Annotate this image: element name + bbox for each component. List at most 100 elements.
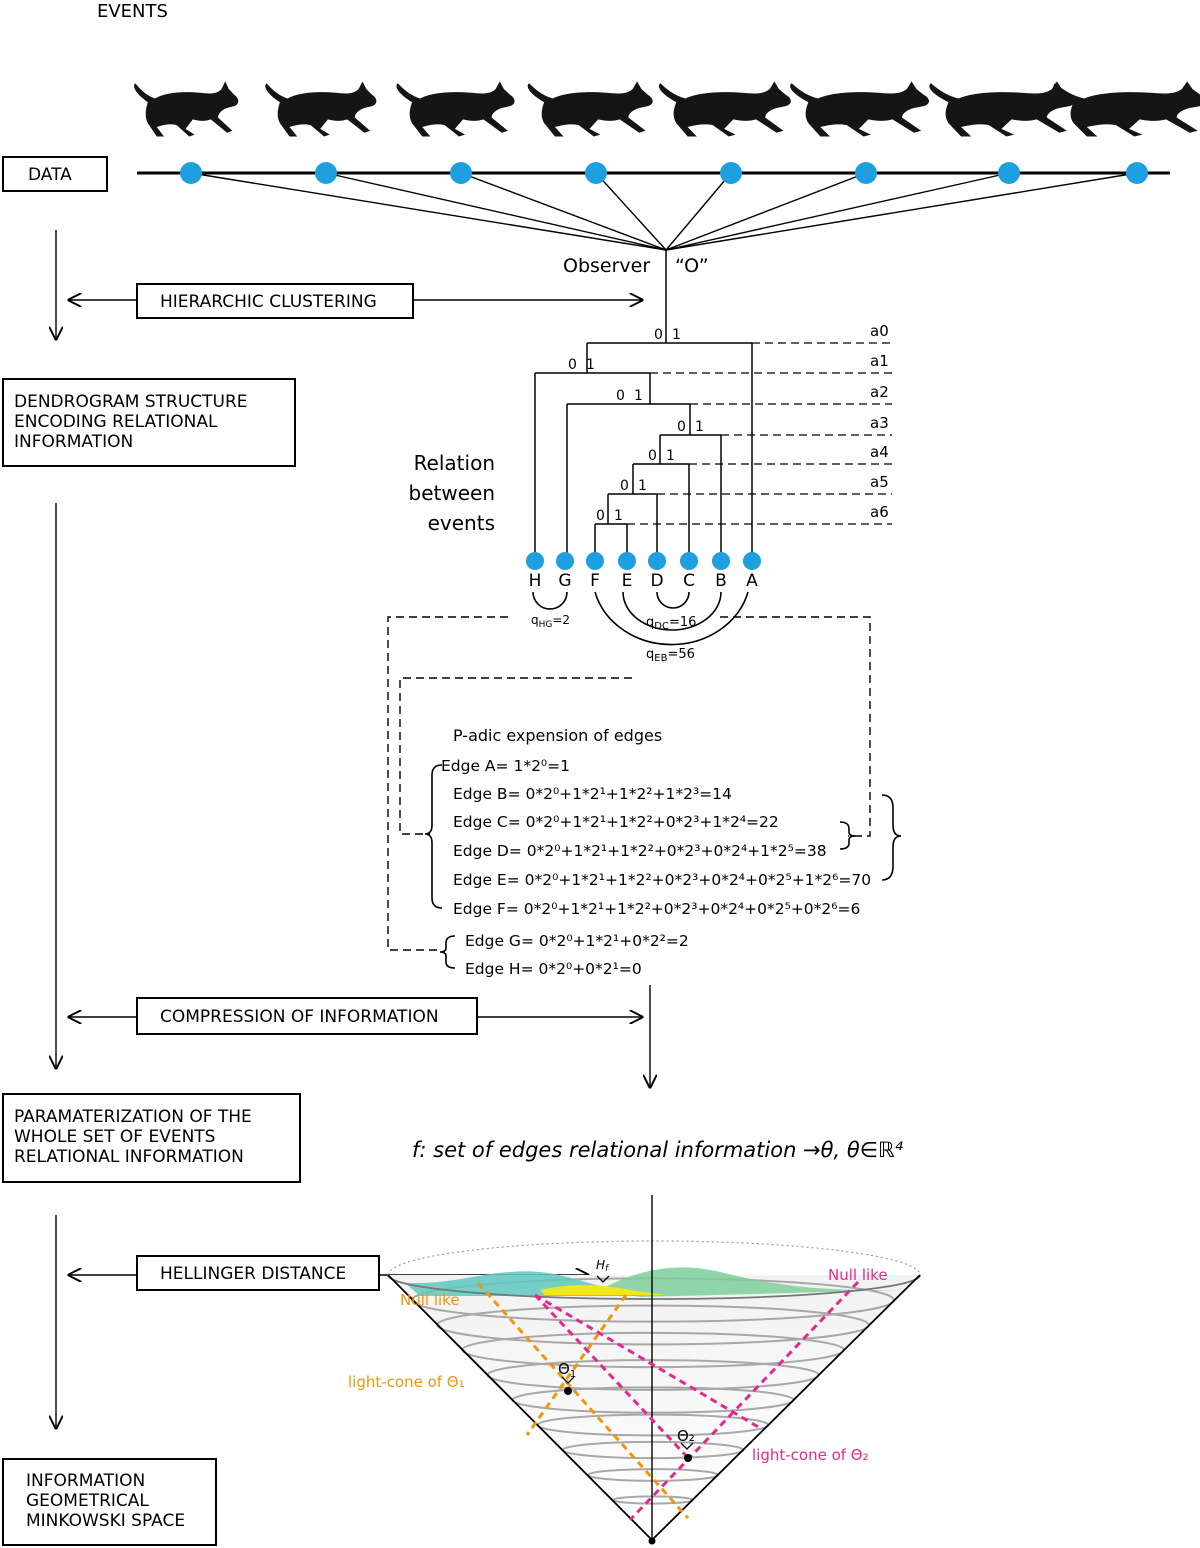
level-label-a0: a0 [870, 322, 889, 340]
brace-a-to-f [424, 764, 443, 909]
event-dot [720, 162, 742, 184]
theta1-point [564, 1387, 572, 1395]
level-label-a5: a5 [870, 473, 889, 491]
event-dot [450, 162, 472, 184]
distance-eb: qEB=56 [646, 647, 695, 664]
brace-g-h [439, 935, 456, 969]
observer-ray [190, 172, 667, 251]
leaf-label-e: E [622, 571, 633, 591]
parameterization-box: PARAMATERIZATION OF THE WHOLE SET OF EVE… [2, 1093, 301, 1183]
arc-dc [656, 591, 690, 609]
edge-equation-c: Edge C= 0*2⁰+1*2¹+1*2²+0*2³+1*2⁴=22 [453, 813, 779, 831]
relation-label-line3: events [428, 511, 495, 535]
leaf-label-a: A [746, 571, 758, 591]
brace-c-d [839, 821, 856, 850]
bit-0: 0 [596, 508, 605, 524]
theta1-label: Θ1 [558, 1360, 576, 1380]
minkowski-box: INFORMATION GEOMETRICAL MINKOWSKI SPACE [2, 1458, 217, 1546]
dashed-connectors [387, 616, 871, 951]
relation-label-line2: between [409, 481, 495, 505]
null-like-right: Null like [828, 1266, 888, 1284]
minkowski-line1: INFORMATION [26, 1471, 146, 1491]
observer-ray [665, 172, 1010, 251]
observer-ray [665, 172, 867, 251]
light-cone [387, 1195, 921, 1545]
edge-equation-d: Edge D= 0*2⁰+1*2¹+1*2²+0*2³+0*2⁴+1*2⁵=38 [453, 842, 827, 860]
hellinger-box: HELLINGER DISTANCE [136, 1255, 380, 1291]
arc-eb [622, 591, 722, 631]
level-lines [627, 342, 892, 525]
edge-equation-a: Edge A= 1*2⁰=1 [441, 757, 570, 775]
distribution-wave-green [600, 1267, 900, 1297]
edge-equation-f: Edge F= 0*2⁰+1*2¹+1*2²+0*2³+0*2⁴+0*2⁵+0*… [453, 900, 860, 918]
running-cat-icon [929, 81, 1076, 137]
edge-equation-e: Edge E= 0*2⁰+1*2¹+1*2²+0*2³+0*2⁴+0*2⁵+1*… [453, 871, 871, 889]
bit-1: 1 [695, 419, 704, 435]
parameterization-line1: PARAMATERIZATION OF THE [14, 1107, 252, 1127]
distribution-wave-yellow [540, 1285, 665, 1295]
bit-1: 1 [638, 478, 647, 494]
observer-label: Observer [563, 255, 650, 277]
running-cat-icon [396, 81, 515, 137]
bit-0: 0 [648, 448, 657, 464]
level-label-a2: a2 [870, 383, 889, 401]
distance-dc: qDC=16 [646, 615, 696, 632]
bit-0: 0 [620, 478, 629, 494]
observer-rays [190, 172, 1138, 251]
edge-equation-h: Edge H= 0*2⁰+0*2¹=0 [465, 960, 642, 978]
edge-equation-g: Edge G= 0*2⁰+1*2¹+0*2²=2 [465, 932, 689, 950]
arc-hg [532, 591, 568, 610]
observer-ray [460, 172, 667, 251]
leaf-label-b: B [715, 571, 727, 591]
running-cat-icon [658, 81, 791, 137]
dendrogram-line1: DENDROGRAM STRUCTURE [14, 392, 248, 412]
light-cone-2-label: light-cone of Θ₂ [752, 1446, 869, 1464]
running-cat-icon [527, 81, 653, 137]
parameterization-line3: RELATIONAL INFORMATION [14, 1147, 244, 1167]
function-label: f: set of edges relational information →… [412, 1138, 904, 1162]
compression-box: COMPRESSION OF INFORMATION [136, 997, 478, 1035]
bit-0: 0 [654, 327, 663, 343]
leaf-dot [618, 552, 636, 570]
leaf-label-f: F [590, 571, 600, 591]
dendrogram [534, 250, 753, 560]
data-box-label: DATA [28, 165, 72, 185]
leaf-dot [586, 552, 604, 570]
observer-name: “O” [675, 255, 709, 277]
level-label-a3: a3 [870, 414, 889, 432]
running-cat-icon [265, 81, 377, 137]
level-label-a6: a6 [870, 503, 889, 521]
observer-ray [665, 172, 732, 251]
dendrogram-box: DENDROGRAM STRUCTURE ENCODING RELATIONAL… [2, 378, 296, 467]
minkowski-line3: MINKOWSKI SPACE [26, 1511, 186, 1531]
leaf-label-h: H [529, 571, 542, 591]
data-box: DATA [2, 156, 108, 192]
bit-1: 1 [634, 388, 643, 404]
observer-ray [325, 172, 667, 251]
running-cat-icon [1053, 81, 1200, 137]
event-dots [180, 162, 1148, 184]
event-dot [1126, 162, 1148, 184]
observer-ray [665, 172, 1138, 251]
dendrogram-line2: ENCODING RELATIONAL [14, 412, 218, 432]
event-dot [585, 162, 607, 184]
arc-fa [594, 591, 749, 646]
leaf-label-g: G [558, 571, 571, 591]
relation-label-line1: Relation [414, 451, 495, 475]
event-dot [315, 162, 337, 184]
leaf-label-c: C [683, 571, 695, 591]
theta2-label: Θ₂ [677, 1427, 695, 1445]
leaf-dot [648, 552, 666, 570]
cat-sequence [134, 81, 1200, 137]
running-cat-icon [790, 81, 929, 137]
event-dot [855, 162, 877, 184]
leaf-dot [712, 552, 730, 570]
running-cat-icon [134, 81, 239, 137]
parameterization-line2: WHOLE SET OF EVENTS [14, 1127, 216, 1147]
leaf-dot [680, 552, 698, 570]
bit-1: 1 [666, 448, 675, 464]
events-title: EVENTS [97, 1, 168, 22]
event-dot [998, 162, 1020, 184]
bit-1: 1 [614, 508, 623, 524]
